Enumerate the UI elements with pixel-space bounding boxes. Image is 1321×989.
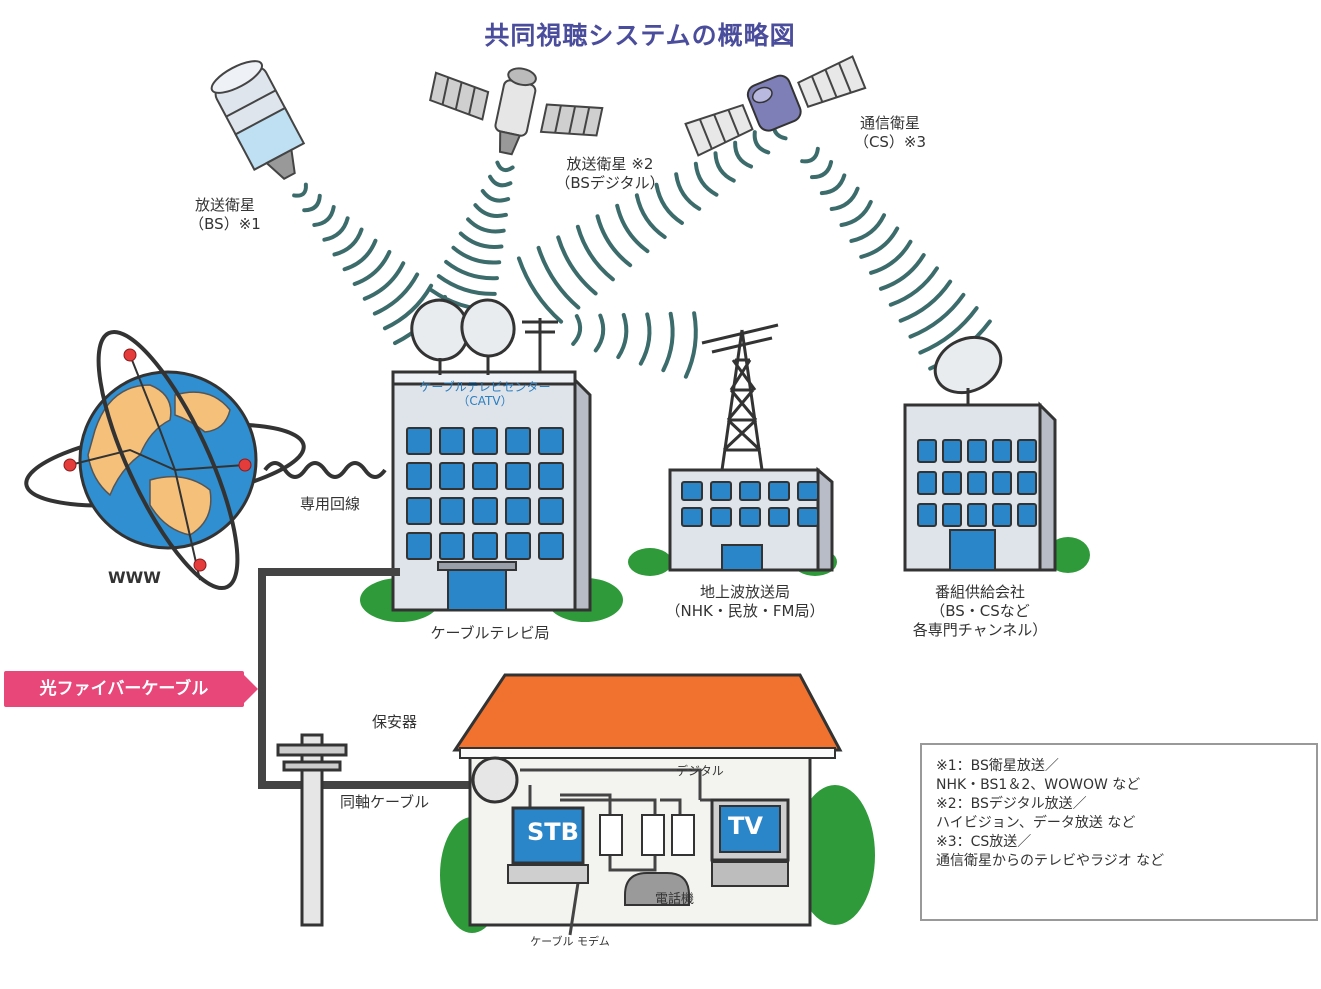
phone-label: 電話機	[655, 892, 695, 907]
terrestrial-label: 地上波放送局（NHK・民放・FM局）	[665, 583, 825, 620]
catv-sign: ケーブルテレビセンター（CATV）	[419, 380, 551, 408]
bs-satellite-2-icon	[429, 67, 604, 156]
globe-icon	[24, 329, 387, 591]
radio-wave-beams	[292, 119, 992, 379]
www-label: WWW	[108, 568, 161, 587]
house-roof	[452, 673, 843, 752]
diagram-title: 共同視聴システムの概略図	[484, 21, 796, 50]
note-2-title: ※2：BSデジタル放送／	[936, 796, 1087, 812]
cable-modem-label: ケーブル モデム	[530, 935, 610, 948]
note-3-detail: 通信衛星からのテレビやラジオ など	[936, 853, 1165, 869]
note-2-detail: ハイビジョン、データ放送 など	[936, 815, 1136, 831]
bs-satellite-1-label: 放送衛星（BS）※1	[189, 196, 261, 233]
cs-satellite-label: 通信衛星（CS）※3	[853, 114, 927, 151]
dedicated-line-label: 専用回線	[300, 495, 361, 513]
note-1-title: ※1：BS衛星放送／	[936, 758, 1059, 774]
terrestrial-broadcast-station	[628, 323, 837, 576]
provider-label: 番組供給会社（BS・CSなど各専門チャンネル）	[912, 583, 1048, 639]
note-1-detail: NHK・BS1＆2、WOWOW など	[936, 777, 1141, 793]
bs-satellite-1-icon	[210, 60, 306, 180]
coax-cable-label: 同軸ケーブル	[340, 793, 430, 811]
fiber-cable-badge: 光ファイバーケーブル	[4, 671, 258, 707]
protector-label: 保安器	[372, 713, 418, 731]
note-3-title: ※3：CS放送／	[936, 834, 1032, 850]
stb-label: STB	[527, 818, 579, 846]
catv-label: ケーブルテレビ局	[430, 624, 550, 642]
program-provider-building	[903, 335, 1090, 573]
digital-label: デジタル	[676, 764, 724, 778]
tv-label: TV	[728, 812, 763, 840]
house	[440, 673, 875, 936]
utility-pole	[276, 733, 348, 927]
bs-satellite-2-label: 放送衛星 ※2（BSデジタル）	[555, 155, 665, 192]
fiber-cable-line	[258, 568, 480, 789]
notes-box: ※1：BS衛星放送／ NHK・BS1＆2、WOWOW など ※2：BSデジタル放…	[920, 743, 1318, 921]
catv-station-building	[360, 298, 623, 622]
cs-satellite-icon	[684, 55, 867, 157]
